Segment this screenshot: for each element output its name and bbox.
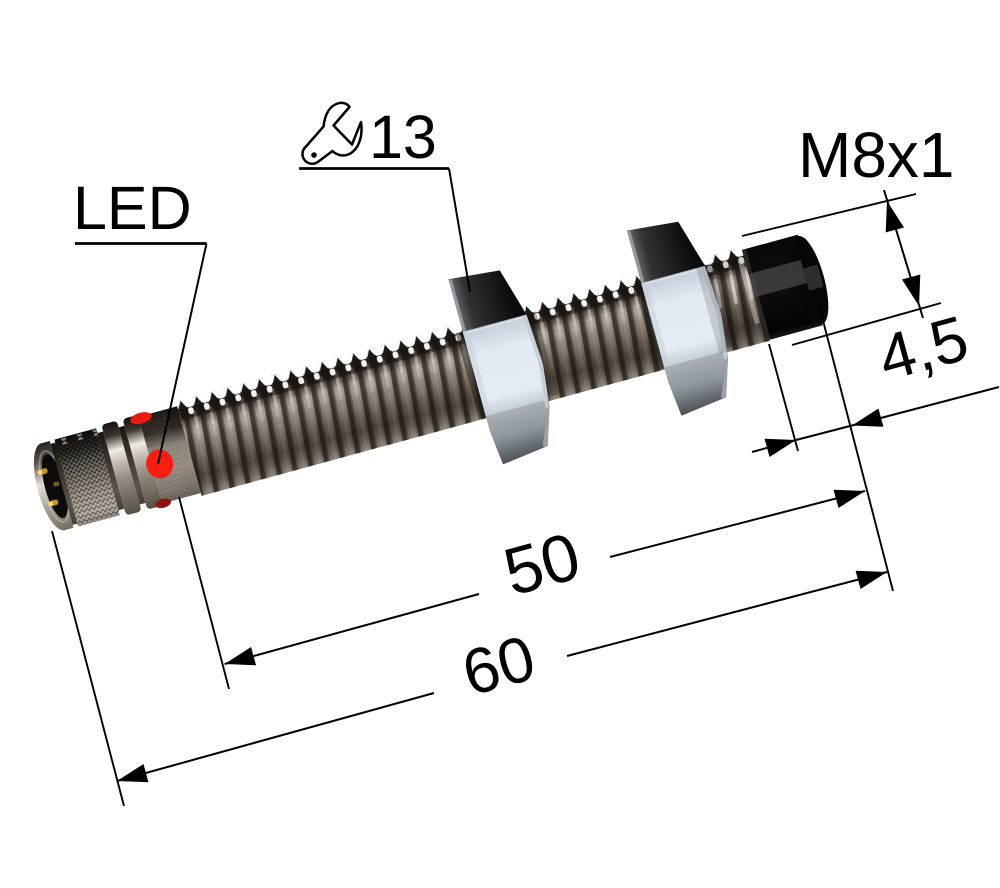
svg-text:M8x1: M8x1 — [798, 119, 955, 191]
svg-text:4,5: 4,5 — [871, 302, 976, 395]
svg-text:LED: LED — [73, 174, 192, 242]
svg-text:13: 13 — [369, 103, 437, 171]
svg-text:60: 60 — [455, 621, 543, 709]
svg-text:50: 50 — [496, 519, 588, 611]
